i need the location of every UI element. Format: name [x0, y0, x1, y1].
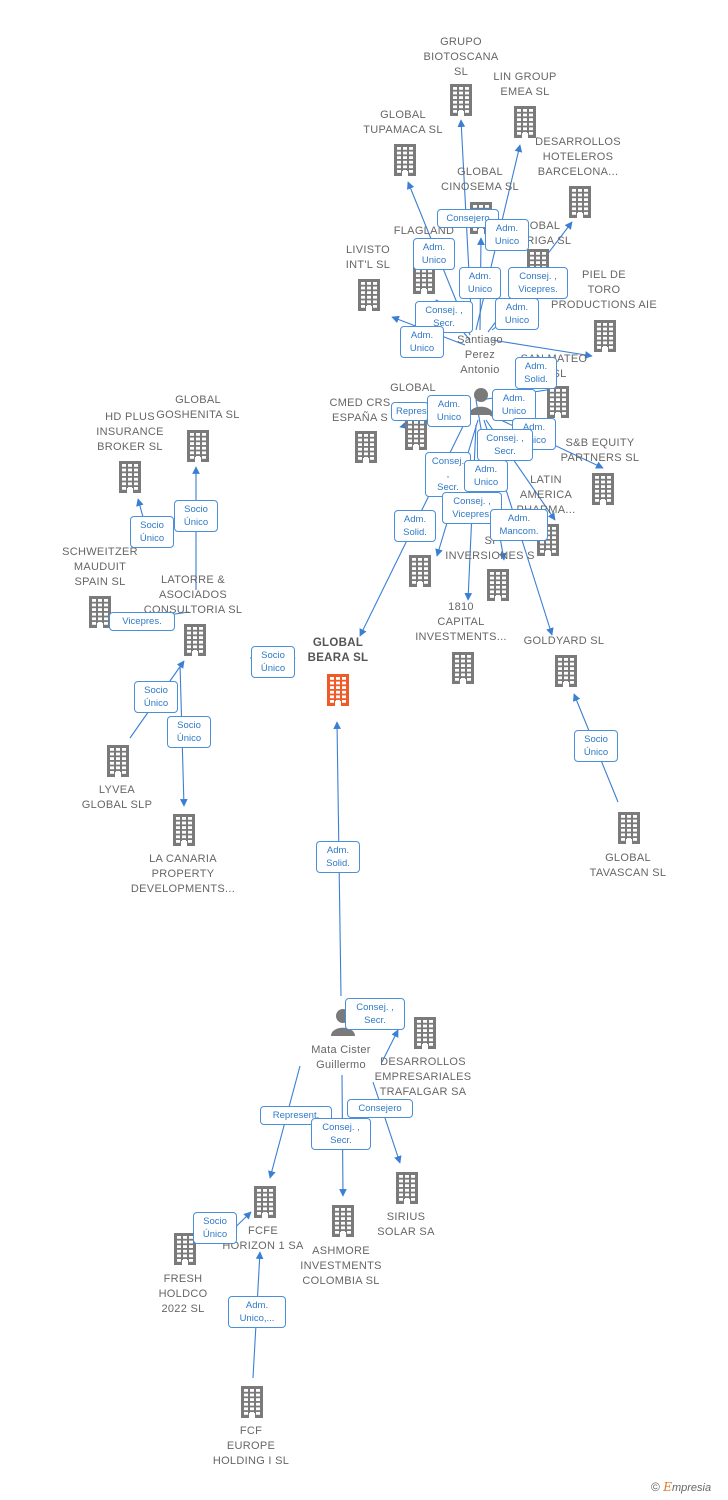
- relation-badge[interactable]: Consej. , Secr.: [345, 998, 405, 1030]
- node-label-livisto[interactable]: LIVISTO INT'L SL: [345, 244, 391, 271]
- empresia-logo-text: mpresia: [671, 1482, 712, 1494]
- relation-badge[interactable]: Socio Único: [134, 681, 178, 713]
- relation-badge[interactable]: Socio Único: [251, 646, 295, 678]
- relation-edge: [491, 339, 593, 359]
- node-label-desarrollos-empresariales[interactable]: DESARROLLOS EMPRESARIALES TRAFALGAR SA: [374, 1056, 472, 1098]
- building-icon[interactable]: [118, 460, 142, 499]
- relation-badge[interactable]: Consej. , Secr.: [425, 452, 471, 497]
- node-label-santiago[interactable]: Santiago Perez Antonio: [457, 334, 503, 376]
- relation-badge[interactable]: Adm. Solid.: [316, 841, 360, 873]
- building-icon[interactable]: [451, 651, 475, 690]
- relation-badge[interactable]: Consej. , Secr.: [477, 429, 533, 461]
- node-label-lyvea[interactable]: LYVEA GLOBAL SLP: [81, 784, 153, 811]
- building-icon[interactable]: [88, 595, 112, 634]
- relation-badge[interactable]: Consej. , Vicepres.: [442, 492, 502, 524]
- node-label-global-beara[interactable]: GLOBAL BEARA SL: [307, 637, 369, 664]
- relation-badge[interactable]: Adm. Unico: [427, 395, 471, 427]
- node-label-piel-de-toro[interactable]: PIEL DE TORO PRODUCTIONS AIE: [551, 269, 657, 311]
- relation-badge[interactable]: Adm. Unico: [413, 238, 455, 270]
- relation-badge[interactable]: Adm. Unico: [492, 389, 536, 421]
- building-icon[interactable]: [354, 430, 378, 469]
- building-icon[interactable]: [404, 417, 428, 456]
- node-label-fresh-holdco[interactable]: FRESH HOLDCO 2022 SL: [158, 1273, 208, 1315]
- node-label-fcf-europe[interactable]: FCF EUROPE HOLDING I SL: [212, 1425, 290, 1467]
- building-icon[interactable]: [183, 623, 207, 662]
- relation-badge[interactable]: Socio Único: [167, 716, 211, 748]
- building-icon[interactable]: [568, 185, 592, 224]
- relation-badge[interactable]: Consejero: [347, 1099, 413, 1118]
- relation-badge[interactable]: Adm. Unico: [485, 219, 529, 251]
- building-icon[interactable]: [617, 811, 641, 850]
- relation-badge[interactable]: Consej. , Secr.: [311, 1118, 371, 1150]
- node-label-capital-1810[interactable]: 1810 CAPITAL INVESTMENTS...: [415, 601, 507, 643]
- relation-badge[interactable]: Adm. Solid.: [515, 357, 557, 389]
- node-label-grupo-biotoscana[interactable]: GRUPO BIOTOSCANA SL: [423, 36, 499, 78]
- relation-badge[interactable]: Adm. Mancom.: [490, 509, 548, 541]
- node-label-global-cinosema[interactable]: GLOBAL CINOSEMA SL: [441, 166, 519, 193]
- building-icon[interactable]: [240, 1385, 264, 1424]
- relation-badge[interactable]: Adm. Unico,...: [228, 1296, 286, 1328]
- relation-badge[interactable]: Adm. Unico: [459, 267, 501, 299]
- building-icon[interactable]: [593, 319, 617, 358]
- relation-badge[interactable]: Adm. Solid.: [394, 510, 436, 542]
- relation-badge[interactable]: Socio Único: [174, 500, 218, 532]
- node-label-hd-plus[interactable]: HD PLUS INSURANCE BROKER SL: [96, 411, 164, 453]
- relation-badge[interactable]: Socio Único: [193, 1212, 237, 1244]
- relation-badge[interactable]: Socio Único: [574, 730, 618, 762]
- relation-badge[interactable]: Adm. Unico: [495, 298, 539, 330]
- building-icon[interactable]: [546, 385, 570, 424]
- relation-badge[interactable]: Consejero: [437, 209, 499, 228]
- node-label-sb-equity[interactable]: S&B EQUITY PARTNERS SL: [560, 437, 640, 464]
- node-label-sirius-solar[interactable]: SIRIUS SOLAR SA: [377, 1211, 435, 1238]
- node-label-global-tavascan[interactable]: GLOBAL TAVASCAN SL: [589, 852, 667, 879]
- relation-edge: [381, 1029, 399, 1063]
- relation-badge[interactable]: Adm. Unico: [400, 326, 444, 358]
- node-label-mata-cister[interactable]: Mata Cister Guillermo: [311, 1044, 371, 1071]
- relation-badge[interactable]: Adm. Unico: [464, 460, 508, 492]
- building-icon[interactable]: [173, 1232, 197, 1271]
- relation-badge[interactable]: Socio Único: [130, 516, 174, 548]
- relation-badge[interactable]: Consej. , Vicepres.: [508, 267, 568, 299]
- building-icon[interactable]: [486, 568, 510, 607]
- relation-badge[interactable]: Repres: [391, 402, 429, 421]
- building-icon[interactable]: [413, 1016, 437, 1055]
- person-icon[interactable]: [468, 387, 494, 420]
- node-label-global-tupamaca[interactable]: GLOBAL TUPAMACA SL: [363, 109, 443, 136]
- node-label-cmed[interactable]: CMED CRS ESPAÑA S: [329, 397, 391, 424]
- building-icon[interactable]: [554, 654, 578, 693]
- copyright-icon: ©: [651, 1480, 660, 1494]
- node-label-ashmore[interactable]: ASHMORE INVESTMENTS COLOMBIA SL: [300, 1245, 382, 1287]
- node-label-si-inversiones[interactable]: SI INVERSIONES S: [445, 535, 535, 562]
- node-label-la-canaria[interactable]: LA CANARIA PROPERTY DEVELOPMENTS...: [130, 853, 236, 895]
- empresia-logo-e: E: [663, 1480, 672, 1494]
- relation-edge: [372, 1081, 402, 1164]
- main-company-building-icon[interactable]: [326, 673, 350, 712]
- node-label-desarrollos-hoteleros[interactable]: DESARROLLOS HOTELEROS BARCELONA...: [535, 136, 621, 178]
- building-icon[interactable]: [395, 1171, 419, 1210]
- building-icon[interactable]: [253, 1185, 277, 1224]
- building-icon[interactable]: [186, 429, 210, 468]
- relation-badge[interactable]: Vicepres.: [109, 612, 175, 631]
- building-icon[interactable]: [357, 278, 381, 317]
- node-label-schweitzer[interactable]: SCHWEITZER MAUDUIT SPAIN SL: [62, 546, 138, 588]
- building-icon[interactable]: [591, 472, 615, 511]
- node-label-global-goshenita[interactable]: GLOBAL GOSHENITA SL: [156, 394, 240, 421]
- node-label-lin-group[interactable]: LIN GROUP EMEA SL: [493, 71, 557, 98]
- building-icon[interactable]: [408, 554, 432, 593]
- building-icon[interactable]: [393, 143, 417, 182]
- building-icon[interactable]: [106, 744, 130, 783]
- node-label-goldyard[interactable]: GOLDYARD SL: [523, 635, 605, 647]
- copyright: © Empresia: [651, 1480, 711, 1494]
- building-icon[interactable]: [331, 1204, 355, 1243]
- building-icon[interactable]: [449, 83, 473, 122]
- node-label-global-cr[interactable]: GLOBAL: [390, 382, 436, 394]
- building-icon[interactable]: [513, 105, 537, 144]
- building-icon[interactable]: [172, 813, 196, 852]
